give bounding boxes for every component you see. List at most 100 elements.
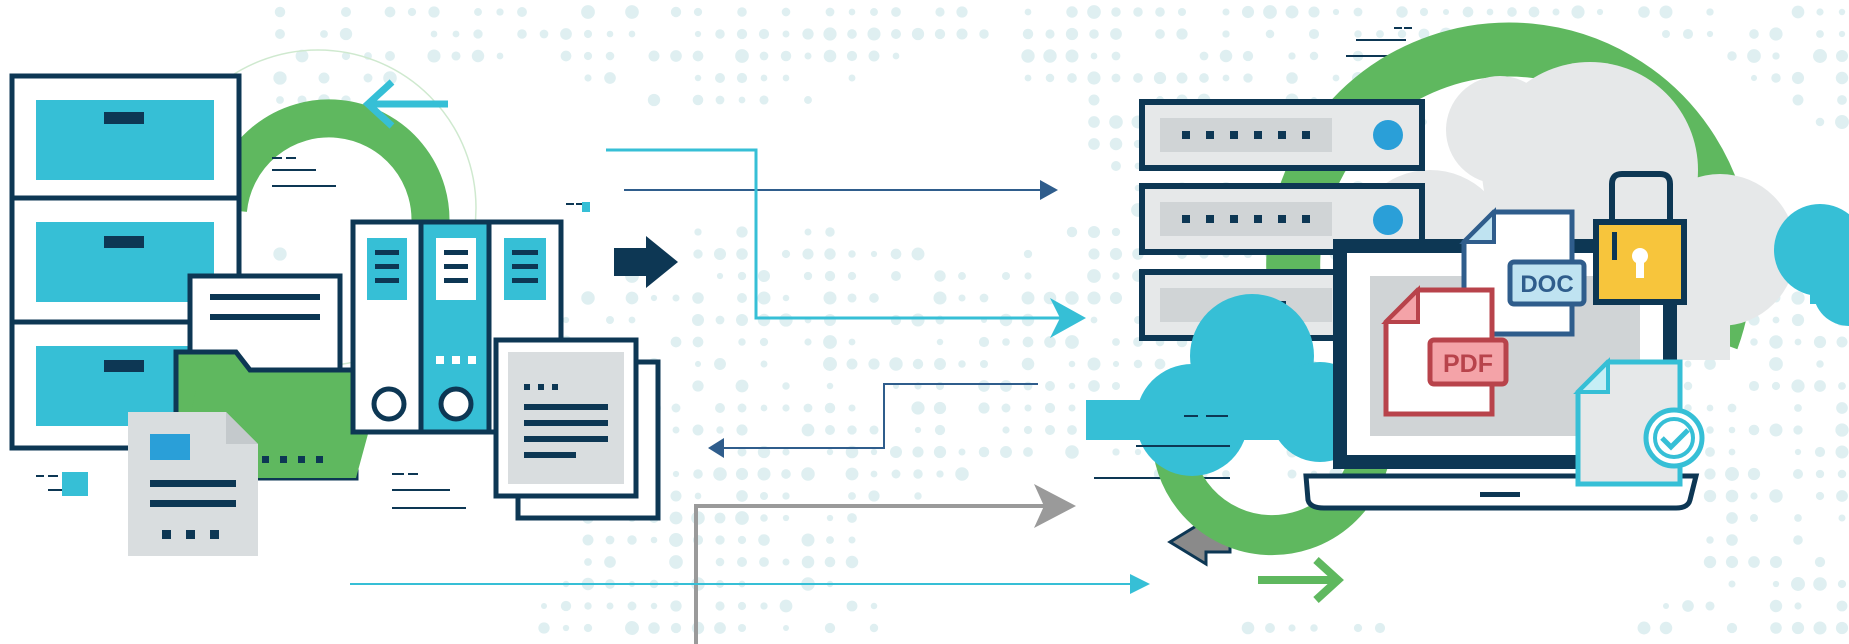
map-dot xyxy=(934,28,946,40)
map-dot xyxy=(782,74,790,82)
map-dot xyxy=(1090,52,1098,60)
map-dot xyxy=(911,247,925,261)
map-dot xyxy=(1065,49,1079,63)
map-dot xyxy=(1265,623,1275,633)
map-dot xyxy=(956,6,968,18)
map-dot xyxy=(625,291,639,305)
map-dot xyxy=(1750,492,1758,500)
map-dot xyxy=(1310,624,1318,632)
map-dot xyxy=(1662,602,1670,610)
map-dot xyxy=(1176,72,1188,84)
arrow-icon xyxy=(694,484,1076,644)
map-dot xyxy=(363,73,373,83)
map-dot xyxy=(891,7,901,17)
map-dot xyxy=(692,380,704,392)
map-dot xyxy=(606,30,614,38)
map-dot xyxy=(845,467,859,481)
map-dot xyxy=(1023,447,1033,457)
map-dot xyxy=(383,71,397,85)
map-dot xyxy=(714,622,726,634)
map-dot xyxy=(781,7,791,17)
map-dot xyxy=(1528,6,1540,18)
map-dot xyxy=(1838,514,1846,522)
map-dot xyxy=(890,248,902,260)
map-dot xyxy=(782,294,790,302)
map-dot xyxy=(824,402,836,414)
map-dot xyxy=(1816,8,1824,16)
map-dot xyxy=(978,446,990,458)
map-dot xyxy=(911,27,925,41)
map-dot xyxy=(428,6,440,18)
map-dot xyxy=(760,74,768,82)
map-dot xyxy=(581,5,595,19)
map-dot xyxy=(452,30,460,38)
map-dot xyxy=(1814,446,1826,458)
map-dot xyxy=(1112,448,1120,456)
map-dot xyxy=(868,358,880,370)
map-dot xyxy=(802,248,814,260)
map-dot xyxy=(275,29,285,39)
map-dot xyxy=(715,601,725,611)
map-dot xyxy=(1044,336,1056,348)
map-dot xyxy=(716,272,724,280)
map-dot xyxy=(692,424,704,436)
map-dot xyxy=(1087,71,1101,85)
map-dot xyxy=(627,535,637,545)
verified-file-icon xyxy=(1573,357,1705,487)
map-dot xyxy=(737,557,747,567)
map-dot xyxy=(1771,73,1781,83)
map-dot xyxy=(1021,357,1035,371)
map-dot xyxy=(804,228,812,236)
map-dot xyxy=(801,533,815,547)
map-dot xyxy=(1791,621,1805,635)
map-dot xyxy=(891,271,901,281)
map-dot xyxy=(999,313,1013,327)
map-dot xyxy=(1419,7,1429,17)
map-dot xyxy=(848,404,856,412)
map-dot xyxy=(385,51,395,61)
map-dot xyxy=(1066,6,1078,18)
map-dot xyxy=(737,535,747,545)
map-dot xyxy=(1813,49,1827,63)
map-dot xyxy=(736,248,748,260)
map-dot xyxy=(958,360,966,368)
map-dot xyxy=(1087,291,1101,305)
map-dot xyxy=(1837,469,1847,479)
map-dot xyxy=(1794,514,1802,522)
map-dot xyxy=(1241,621,1255,635)
map-dot xyxy=(693,7,703,17)
map-dot xyxy=(606,316,614,324)
map-dot xyxy=(801,423,815,437)
map-dot xyxy=(1088,116,1100,128)
map-dot xyxy=(1088,380,1100,392)
map-dot xyxy=(758,28,770,40)
map-dot xyxy=(1109,247,1123,261)
map-dot xyxy=(1241,5,1255,19)
map-dot xyxy=(782,404,790,412)
map-dot xyxy=(891,29,901,39)
map-dot xyxy=(430,30,438,38)
map-dot xyxy=(737,447,747,457)
map-dot xyxy=(737,623,747,633)
map-dot xyxy=(1022,28,1034,40)
pdf-file-icon: PDF xyxy=(1381,285,1509,417)
map-dot xyxy=(1835,423,1849,437)
map-dot xyxy=(692,94,704,106)
map-dot xyxy=(1749,29,1759,39)
map-dot xyxy=(870,602,878,610)
map-dot xyxy=(1087,5,1101,19)
arrow-icon xyxy=(606,148,1086,338)
map-dot xyxy=(1835,445,1849,459)
map-dot xyxy=(670,490,682,502)
map-dot xyxy=(1024,74,1032,82)
map-dot xyxy=(562,316,570,324)
padlock-icon xyxy=(1593,171,1687,305)
map-dot xyxy=(782,558,790,566)
map-dot xyxy=(912,446,924,458)
map-dot xyxy=(1418,28,1430,40)
map-dot xyxy=(1112,272,1120,280)
map-dot xyxy=(1683,381,1693,391)
map-dot xyxy=(889,357,903,371)
map-dot xyxy=(672,426,680,434)
